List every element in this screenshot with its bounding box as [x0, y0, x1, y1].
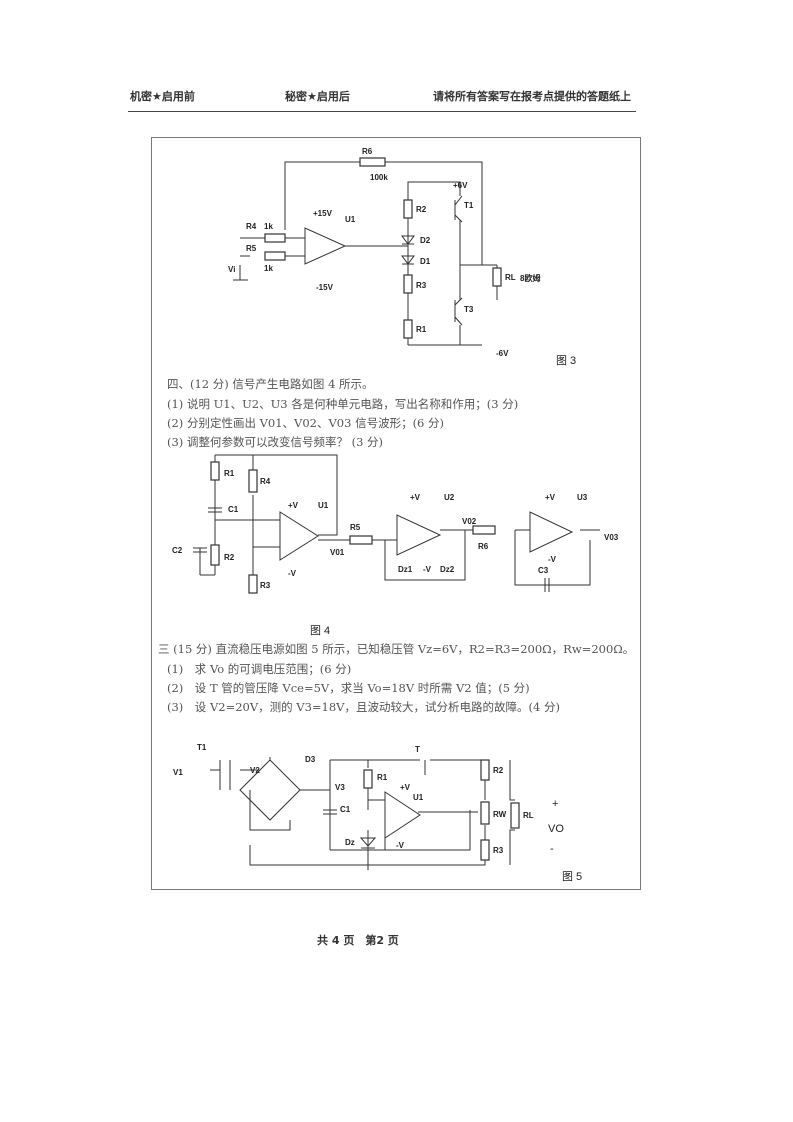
circuit-label: R5: [350, 523, 361, 532]
circuit-label: +: [552, 798, 558, 810]
circuit-label: RL: [505, 273, 516, 282]
circuit-label: Dz: [345, 838, 355, 847]
header-middle: 秘密★启用后: [285, 90, 350, 103]
q3-item-3: (3) 设 V2=20V，测的 V3=18V，且波动较大，试分析电路的故障。(4…: [167, 700, 560, 714]
circuit-label: R2: [493, 766, 504, 775]
circuit-label: 图 3: [556, 354, 576, 367]
circuit-label: -15V: [316, 283, 334, 292]
q3-item-2: (2) 设 T 管的管压降 Vce=5V，求当 Vo=18V 时所需 V2 值；…: [167, 681, 530, 695]
circuit-label: R1: [416, 325, 427, 334]
circuit-label: C1: [228, 505, 239, 514]
header-divider: [128, 111, 636, 112]
circuit-label: +V: [288, 501, 299, 510]
figure-3: R6 100k +6V R2 T1 +15V U1 R4 1k R5 1k Vi -15V D…: [228, 147, 576, 367]
circuit-label: V2: [250, 766, 260, 775]
circuit-label: R6: [478, 542, 489, 551]
circuit-label: U1: [318, 501, 329, 510]
circuit-label: R5: [246, 244, 257, 253]
circuit-label: -V: [396, 841, 405, 850]
circuit-label: U2: [444, 493, 455, 502]
q4-item-2: (2) 分别定性画出 V01、V02、V03 信号波形；(6 分): [167, 416, 445, 430]
circuit-label: 8欧姆: [520, 273, 540, 283]
circuit-label: D3: [305, 755, 316, 764]
circuit-label: D2: [420, 236, 431, 245]
circuit-label: T3: [464, 305, 474, 314]
circuit-label: U1: [413, 793, 424, 802]
circuit-label: R3: [260, 581, 271, 590]
circuit-label: +6V: [453, 181, 468, 190]
page-footer: 共 4 页 第2 页: [317, 934, 399, 947]
circuit-label: R3: [416, 281, 427, 290]
circuit-label: RL: [523, 811, 534, 820]
circuit-label: V01: [330, 548, 345, 557]
q3-title: 三 (15 分) 直流稳压电源如图 5 所示，已知稳压管 Vz=6V，R2=R3…: [158, 642, 635, 656]
circuit-label: RW: [493, 810, 507, 819]
content-frame: [151, 137, 641, 890]
circuit-label: C1: [340, 805, 351, 814]
circuit-label: U3: [577, 493, 588, 502]
circuit-label: R2: [416, 205, 427, 214]
circuit-label: T1: [197, 743, 207, 752]
circuit-label: 100k: [370, 173, 388, 182]
circuit-label: -V: [288, 569, 297, 578]
q4-item-3: (3) 调整何参数可以改变信号频率？ (3 分): [167, 435, 384, 449]
circuit-label: D1: [420, 257, 431, 266]
header-right: 请将所有答案写在报考点提供的答题纸上: [433, 90, 631, 103]
q4-title: 四、(12 分) 信号产生电路如图 4 所示。: [167, 377, 374, 391]
circuit-label: R1: [377, 773, 388, 782]
circuit-label: V3: [335, 783, 345, 792]
circuit-label: +V: [410, 493, 421, 502]
circuit-label: -: [550, 843, 554, 855]
circuit-label: C3: [538, 566, 549, 575]
circuit-label: -V: [423, 565, 432, 574]
circuit-label: Dz2: [440, 565, 455, 574]
circuit-label: -V: [548, 555, 557, 564]
circuit-label: VO: [548, 823, 564, 835]
q4-item-1: (1) 说明 U1、U2、U3 各是何种单元电路，写出名称和作用；(3 分): [167, 397, 519, 411]
circuit-label: 图 4: [310, 624, 330, 637]
circuit-label: 1k: [264, 264, 273, 273]
circuit-label: V02: [462, 517, 477, 526]
resistor-r6: [359, 157, 386, 167]
circuit-label: C2: [172, 546, 183, 555]
circuit-label: R4: [246, 222, 257, 231]
circuit-label: R3: [493, 846, 504, 855]
circuit-label: T1: [464, 201, 474, 210]
circuit-label: T: [415, 745, 420, 754]
circuit-label: +V: [400, 783, 411, 792]
circuit-label: R1: [224, 469, 235, 478]
circuit-label: V03: [604, 533, 619, 542]
circuit-label: 图 5: [562, 870, 582, 883]
q3-item-1: (1) 求 Vo 的可调电压范围；(6 分): [167, 662, 352, 676]
circuit-label: R6: [362, 147, 373, 156]
circuit-label: Vi: [228, 265, 235, 274]
circuit-label: R4: [260, 477, 271, 486]
circuit-label: -6V: [496, 349, 509, 358]
circuit-label: R2: [224, 553, 235, 562]
circuit-label: U1: [345, 215, 356, 224]
circuit-label: Dz1: [398, 565, 413, 574]
circuit-label: +15V: [313, 209, 333, 218]
circuit-label: +V: [545, 493, 556, 502]
circuit-label: V1: [173, 768, 183, 777]
circuit-label: 1k: [264, 222, 273, 231]
header-left: 机密★启用前: [130, 90, 195, 103]
